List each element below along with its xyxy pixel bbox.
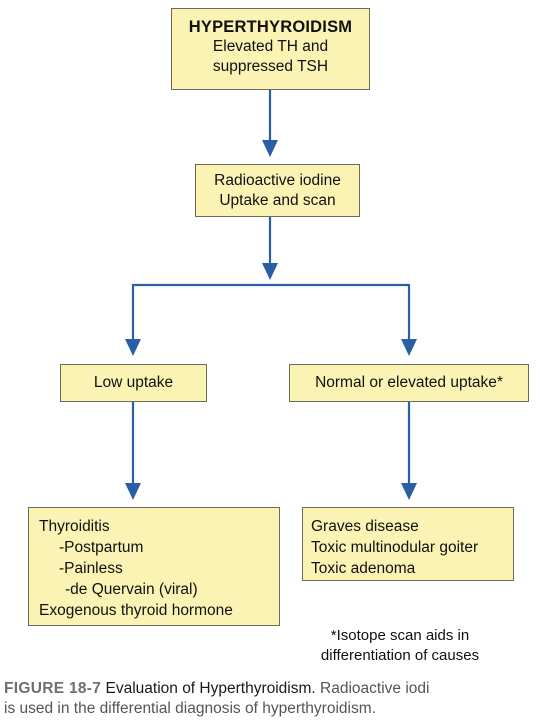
hyperthyroidism-line1: Elevated TH and — [212, 38, 329, 55]
arrowhead-iodine — [262, 140, 278, 157]
hyperthyroidism-title: HYPERTHYROIDISM — [188, 18, 353, 36]
low-uptake-causes-box: Thyroiditis -Postpartum -Painless -de Qu… — [28, 507, 280, 626]
footnote-line1: *Isotope scan aids in — [330, 627, 470, 644]
caption-title: Evaluation of Hyperthyroidism. — [105, 680, 316, 697]
cause-postpartum: -Postpartum — [59, 539, 144, 556]
elevated-uptake-box: Normal or elevated uptake* — [289, 364, 529, 402]
cause-thyroiditis: Thyroiditis — [39, 518, 110, 535]
cause-exogenous-hormone: Exogenous thyroid hormone — [39, 602, 233, 619]
hyperthyroidism-box: HYPERTHYROIDISM Elevated TH and suppress… — [171, 8, 370, 90]
cause-painless: -Painless — [59, 560, 123, 577]
figure-caption: FIGURE 18-7 Evaluation of Hyperthyroidis… — [4, 679, 540, 719]
arrowhead-high-causes — [401, 483, 417, 500]
caption-line1: FIGURE 18-7 Evaluation of Hyperthyroidis… — [4, 679, 540, 699]
cause-graves: Graves disease — [311, 518, 419, 535]
elevated-uptake-causes-box: Graves disease Toxic multinodular goiter… — [302, 507, 514, 581]
caption-label: FIGURE 18-7 — [4, 680, 102, 697]
cause-toxic-adenoma: Toxic adenoma — [311, 560, 416, 577]
footnote-line2: differentiation of causes — [320, 647, 480, 664]
cause-de-quervain: -de Quervain (viral) — [65, 581, 198, 598]
iodine-line2: Uptake and scan — [219, 192, 336, 209]
caption-desc-line2: is used in the differential diagnosis of… — [4, 700, 376, 717]
arrowhead-low-causes — [125, 483, 141, 500]
low-uptake-box: Low uptake — [60, 364, 207, 402]
isotope-footnote: *Isotope scan aids in differentiation of… — [300, 626, 500, 666]
caption-desc-line1: Radioactive iodi — [320, 680, 430, 697]
cause-toxic-goiter: Toxic multinodular goiter — [311, 539, 479, 556]
hyperthyroidism-line2: suppressed TSH — [212, 58, 329, 75]
arrowhead-split — [262, 263, 278, 280]
arrowhead-high — [401, 339, 417, 356]
radioactive-iodine-box: Radioactive iodine Uptake and scan — [195, 164, 360, 217]
arrowhead-low — [125, 339, 141, 356]
iodine-line1: Radioactive iodine — [214, 172, 341, 189]
elevated-uptake-label: Normal or elevated uptake* — [315, 374, 503, 391]
low-uptake-label: Low uptake — [93, 374, 174, 391]
